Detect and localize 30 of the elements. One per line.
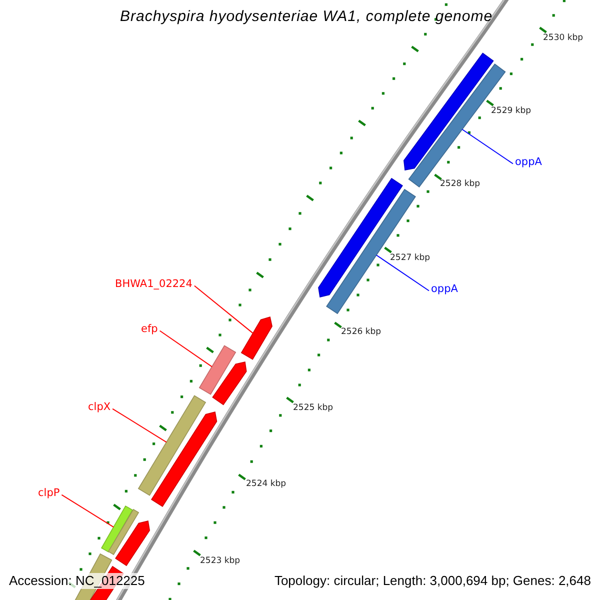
- leader-line: [159, 330, 212, 368]
- gene-feature-pointed: [150, 412, 218, 508]
- scale-label: 2524 kbp: [246, 480, 286, 490]
- gene-feature: [100, 505, 134, 553]
- gene-label: oppA: [515, 157, 542, 169]
- scale-label: 2525 kbp: [293, 404, 334, 414]
- scale-label: 2529 kbp: [491, 107, 532, 116]
- gene-feature: [198, 345, 236, 395]
- gene-label: BHWA1_02224: [115, 279, 192, 291]
- gene-feature-pointed: [115, 520, 150, 566]
- gene-label: oppA: [431, 284, 458, 296]
- scale-label: 2523 kbp: [200, 557, 240, 566]
- leader-line: [61, 494, 114, 528]
- title: Brachyspira hyodysenteriae WA1, complete genome: [120, 9, 493, 26]
- gene-label: clpX: [88, 402, 111, 414]
- gene-label: clpP: [38, 488, 60, 500]
- leader-line: [194, 285, 254, 334]
- gene-feature-pointed: [212, 362, 247, 406]
- scale-label: 2526 kbp: [341, 328, 382, 338]
- gene-feature-pointed: [240, 316, 272, 360]
- scale-label: 2528 kbp: [440, 180, 480, 190]
- gene-feature: [138, 395, 206, 496]
- leader-line: [462, 128, 514, 164]
- leader-line: [376, 254, 430, 292]
- scale-label: 2527 kbp: [390, 254, 430, 264]
- gene-feature: [108, 508, 140, 556]
- gene-feature: [326, 188, 416, 314]
- leader-line: [112, 408, 167, 443]
- gene-label: efp: [141, 324, 158, 336]
- scale-label: 2530 kbp: [543, 34, 584, 44]
